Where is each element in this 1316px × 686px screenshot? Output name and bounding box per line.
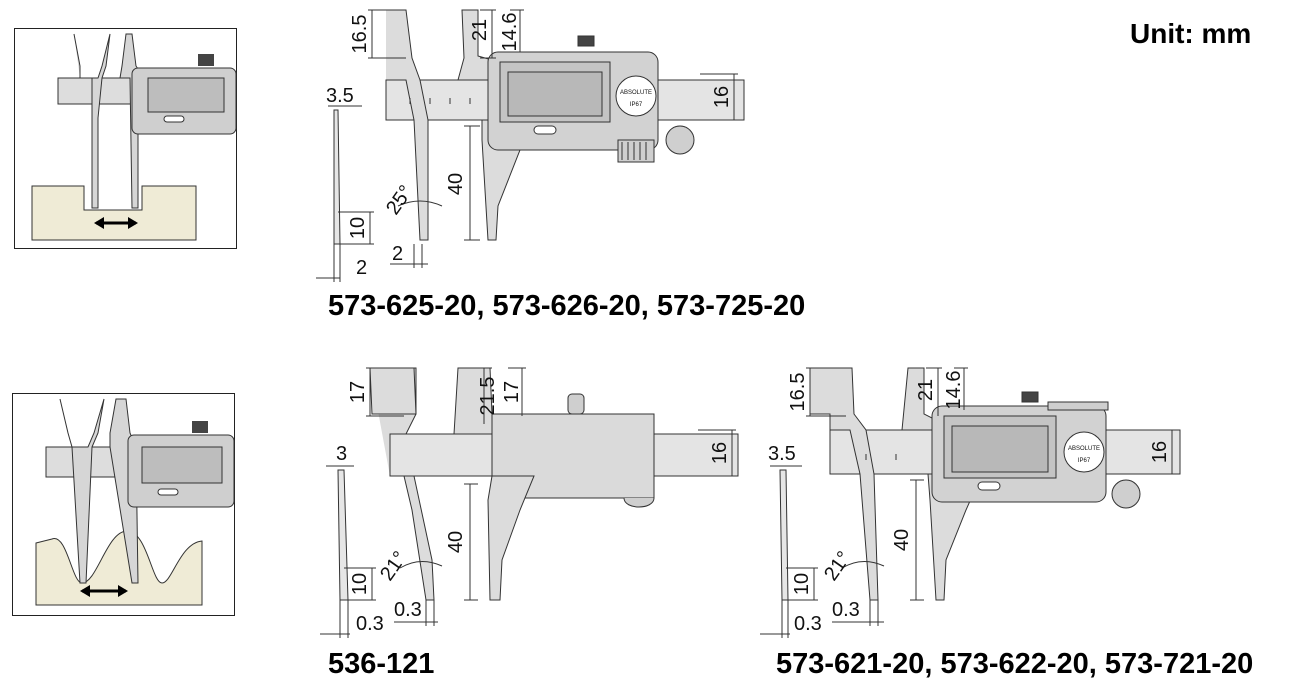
dim-inner-jaw: 21 xyxy=(915,379,937,401)
dim-tip-width: 2 xyxy=(392,243,403,265)
dim-jaw-height: 16.5 xyxy=(349,15,371,54)
brand-badge xyxy=(615,75,657,117)
thumb-roller xyxy=(198,54,214,66)
usage-illustration-groove xyxy=(14,28,237,249)
brand-text: ABSOLUTE xyxy=(1068,446,1100,452)
dim-inner-jaw-short: 14.6 xyxy=(943,371,965,410)
dim-jaw-angle: 25° xyxy=(382,181,417,218)
brand-badge xyxy=(1063,431,1105,473)
drawing-bottom-left: 17 21.5 17 16 3 40 21° 10 0.3 0.3 xyxy=(320,367,739,638)
dim-jaw-thickness: 3 xyxy=(336,443,347,465)
dim-tip-width: 0.3 xyxy=(394,599,422,621)
dim-inner-jaw: 21 xyxy=(469,19,491,41)
dim-tip-length: 10 xyxy=(791,573,813,595)
model-label-top: 573-625-20, 573-626-20, 573-725-20 xyxy=(328,290,806,322)
dim-tip-length: 10 xyxy=(347,217,369,239)
thumb-wheel xyxy=(1111,479,1141,509)
rating-text: IP67 xyxy=(630,102,643,108)
rating-text: IP67 xyxy=(1078,458,1091,464)
dim-inner-jaw-short: 17 xyxy=(501,381,523,403)
dim-jaw-angle: 21° xyxy=(376,547,411,584)
dim-beam-height: 16 xyxy=(1149,441,1171,463)
model-label-bottom-right: 573-621-20, 573-622-20, 573-721-20 xyxy=(776,648,1254,680)
usage-illustration-thread xyxy=(12,393,235,616)
dim-jaw-length: 40 xyxy=(445,173,467,195)
unit-label: Unit: mm xyxy=(1130,18,1252,49)
dim-jaw-thickness: 3.5 xyxy=(768,443,796,465)
thumb-roller xyxy=(192,421,208,433)
dim-jaw-length: 40 xyxy=(445,531,467,553)
dim-tip-thickness: 0.3 xyxy=(356,613,384,635)
drawing-top: ABSOLUTE IP67 16.5 21 14.6 16 3.5 40 25°… xyxy=(316,9,745,282)
dim-jaw-height: 17 xyxy=(347,381,369,403)
dim-beam-height: 16 xyxy=(709,442,731,464)
dim-beam-height: 16 xyxy=(711,86,733,108)
dim-inner-jaw: 21.5 xyxy=(477,377,499,416)
model-label-bottom-left: 536-121 xyxy=(328,648,435,680)
dim-jaw-angle: 21° xyxy=(820,547,855,584)
dim-tip-width: 0.3 xyxy=(832,599,860,621)
brand-text: ABSOLUTE xyxy=(620,90,652,96)
dim-jaw-length: 40 xyxy=(891,529,913,551)
dim-tip-thickness: 0.3 xyxy=(794,613,822,635)
dim-tip-thickness: 2 xyxy=(356,257,367,279)
thumb-wheel xyxy=(665,125,695,155)
dim-tip-length: 10 xyxy=(349,573,371,595)
dim-inner-jaw-short: 14.6 xyxy=(499,13,521,52)
drawing-bottom-right: ABSOLUTE IP67 16.5 21 14.6 16 3.5 40 21°… xyxy=(760,367,1181,638)
workpiece xyxy=(31,185,197,241)
dim-jaw-height: 16.5 xyxy=(787,373,809,412)
dim-jaw-thickness: 3.5 xyxy=(326,85,354,107)
